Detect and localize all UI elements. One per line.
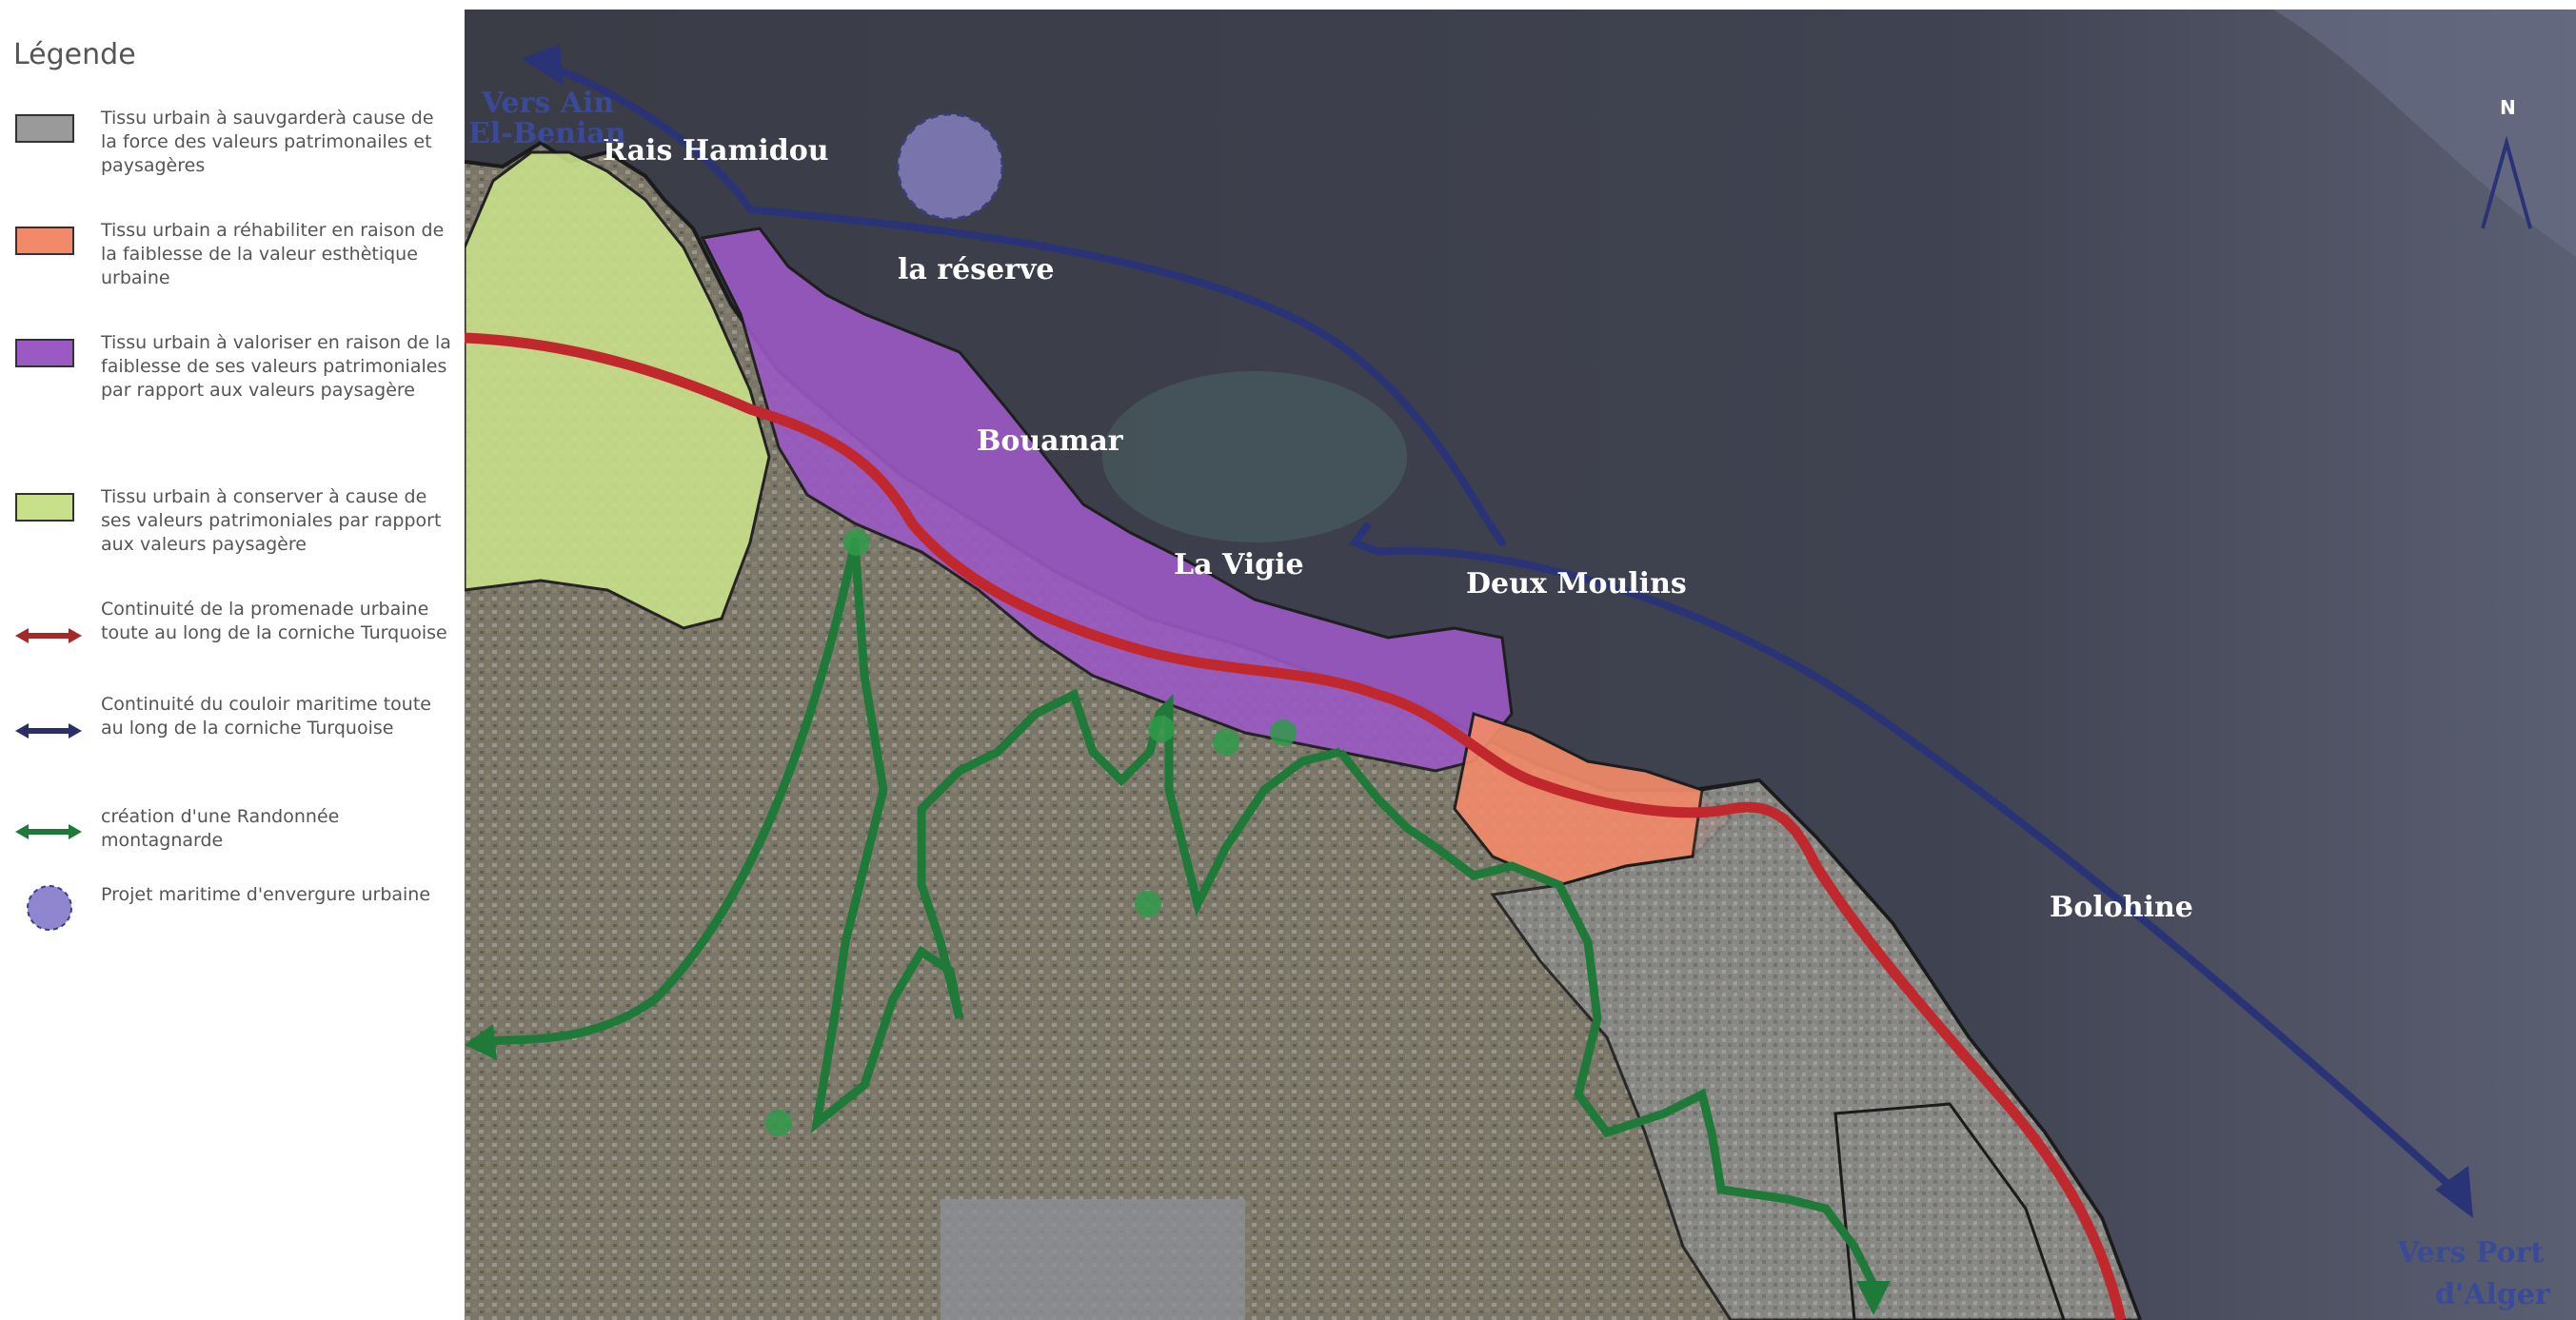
sea-shallow-edge bbox=[2273, 10, 2576, 257]
north-arrow-icon: N bbox=[2481, 96, 2532, 229]
hiking-arrowhead-east bbox=[1856, 1281, 1891, 1315]
hiking-route-west bbox=[469, 538, 860, 1047]
legend-label: Tissu urbain à valoriser en raison de la… bbox=[101, 332, 451, 401]
swatch-purple-icon bbox=[15, 339, 74, 367]
maritime-arc-east bbox=[1375, 546, 2458, 1193]
place-label-la-reserve: la réserve bbox=[898, 253, 1054, 286]
promenade-route bbox=[465, 332, 2127, 1320]
maritime-arrowhead-west bbox=[522, 44, 564, 86]
quarry-area bbox=[941, 1199, 1245, 1320]
zone-sauvegarder bbox=[1490, 778, 2142, 1320]
swatch-gray-icon bbox=[15, 114, 74, 143]
place-label-bolohine: Bolohine bbox=[2050, 891, 2193, 924]
legend-label: Tissu urbain a réhabiliter en raison de … bbox=[101, 220, 445, 288]
district-boundary bbox=[1833, 1102, 2066, 1320]
legend-label: création d'une Randonnée montagnarde bbox=[101, 806, 340, 851]
legend-panel: Légende Tissu urbain à sauvgarderà cause… bbox=[0, 0, 465, 1320]
legend-title: Légende bbox=[13, 38, 136, 71]
aerial-map: Rais Hamidou la réserve Bouamar La Vigie… bbox=[465, 10, 2576, 1320]
maritime-arc-center bbox=[746, 206, 1506, 546]
place-label-rais-hamidou: Rais Hamidou bbox=[603, 134, 829, 167]
legend-label: Tissu urbain à conserver à cause de ses … bbox=[101, 486, 442, 555]
shallow-bay bbox=[1102, 371, 1407, 542]
double-arrow-red-icon bbox=[15, 628, 82, 643]
zone-conserver bbox=[465, 150, 771, 630]
maritime-arrowhead-east bbox=[2435, 1166, 2473, 1218]
hiking-route-center bbox=[917, 688, 1342, 1020]
destination-east-line2: d'Alger bbox=[2435, 1278, 2551, 1311]
viewpoint-marker bbox=[765, 1110, 792, 1136]
legend-label: Tissu urbain à sauvgarderà cause de la f… bbox=[101, 108, 434, 176]
viewpoint-marker bbox=[1213, 729, 1239, 756]
double-arrow-green-icon bbox=[15, 824, 82, 839]
double-arrow-navy-icon bbox=[15, 723, 82, 739]
zone-valoriser bbox=[700, 227, 1514, 773]
destination-west-line2: El-Benian bbox=[468, 117, 626, 150]
place-label-deux-moulins: Deux Moulins bbox=[1466, 567, 1687, 601]
maritime-project-circle bbox=[896, 112, 1004, 221]
legend-label: Continuité du couloir maritime toute au … bbox=[101, 694, 431, 739]
hiking-arrowhead-west bbox=[465, 1024, 497, 1060]
svg-text:N: N bbox=[2500, 96, 2516, 119]
swatch-green-icon bbox=[15, 493, 74, 522]
hiking-route-valley bbox=[810, 542, 964, 1133]
hiking-route-east bbox=[1337, 749, 1878, 1288]
legend-label: Projet maritime d'envergure urbaine bbox=[101, 884, 431, 905]
legend-label: Continuité de la promenade urbaine toute… bbox=[101, 599, 447, 643]
dashed-circle-icon bbox=[27, 885, 72, 931]
swatch-orange-icon bbox=[15, 227, 74, 255]
maritime-pier bbox=[1348, 521, 1380, 556]
viewpoint-marker bbox=[1148, 716, 1175, 742]
place-label-la-vigie: La Vigie bbox=[1174, 548, 1304, 581]
place-label-bouamar: Bouamar bbox=[977, 424, 1124, 458]
viewpoint-marker bbox=[1270, 719, 1297, 746]
destination-west-line1: Vers Ain bbox=[481, 87, 614, 120]
destination-east-line1: Vers Port bbox=[2396, 1236, 2544, 1270]
map-canvas: Rais Hamidou la réserve Bouamar La Vigie… bbox=[465, 10, 2576, 1320]
viewpoint-marker bbox=[1135, 891, 1161, 917]
viewpoint-marker bbox=[843, 529, 870, 556]
maritime-arc-west bbox=[546, 63, 754, 213]
